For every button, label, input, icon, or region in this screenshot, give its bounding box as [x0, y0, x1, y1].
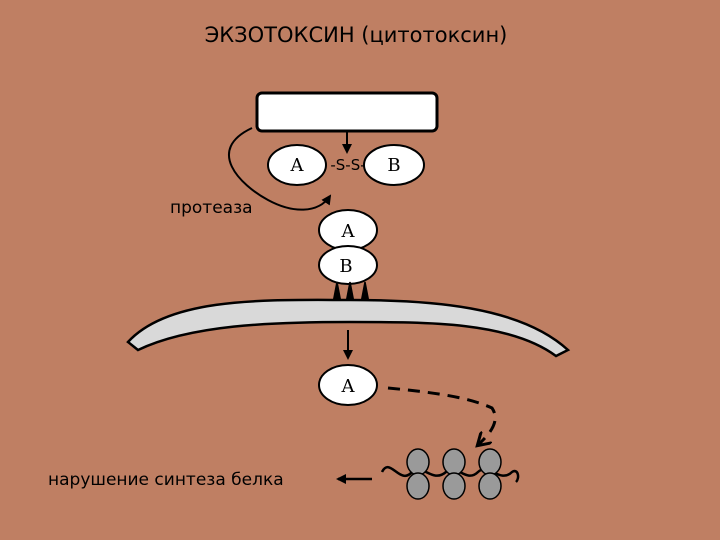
protease-label: протеаза [170, 198, 253, 218]
toxin-subunit-a [267, 144, 327, 186]
ribosome-icon [478, 448, 502, 500]
toxin-subunit-b [363, 144, 425, 186]
ribosome-icon [406, 448, 430, 500]
receptor-icon [332, 281, 342, 304]
disulfide-bond-label: -S-S- [330, 156, 365, 174]
protease-arrow [228, 127, 332, 211]
receptor-icon [345, 281, 355, 304]
page-title: ЭКЗОТОКСИН (цитотоксин) [205, 23, 508, 47]
ribosome-target-arrow [387, 386, 497, 445]
complex-subunit-a-label: A [341, 221, 356, 242]
internal-subunit-a [318, 364, 378, 406]
ribosome-icon [442, 448, 466, 500]
toxin-subunit-b-label: B [387, 155, 400, 176]
membrane-receptors [332, 281, 370, 304]
internal-subunit-a-label: A [341, 376, 356, 397]
receptor-icon [360, 281, 370, 304]
protein-synthesis-label: нарушение синтеза белка [48, 470, 284, 490]
toxin-subunit-a-label: A [290, 155, 305, 176]
source-box [255, 91, 439, 133]
ribosome-group [380, 448, 520, 500]
complex-subunit-b [318, 245, 378, 285]
cell-membrane [126, 298, 571, 358]
complex-subunit-b-label: B [339, 256, 352, 277]
